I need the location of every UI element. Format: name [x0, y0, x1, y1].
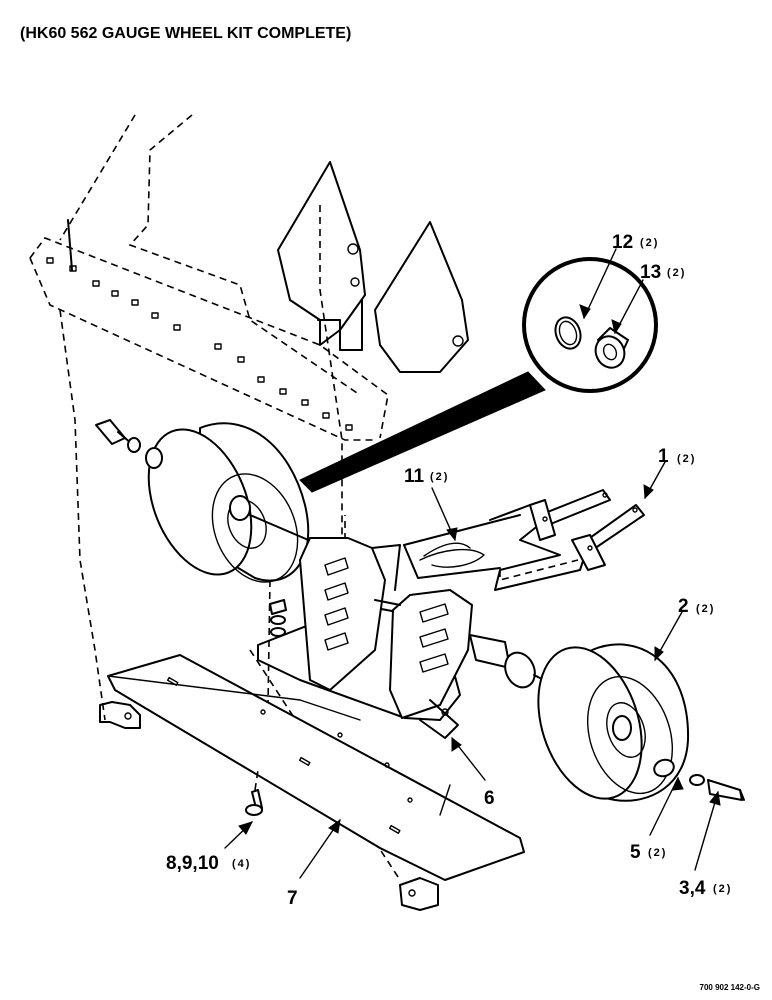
- callout-5: 5 (2): [630, 842, 667, 863]
- callout-label: 6: [484, 788, 495, 809]
- drawing-number: 700 902 142-0-G: [700, 983, 761, 992]
- callout-8-9-10: 8,9,10 (4): [166, 853, 251, 874]
- pins-1: [489, 489, 645, 591]
- frame-nut: [269, 599, 287, 637]
- callout-11: 11 (2): [404, 466, 449, 487]
- callout-7: 7: [287, 888, 298, 909]
- callout-qty: (2): [430, 471, 449, 483]
- mounting-bracket-right: [374, 221, 469, 373]
- mounting-bracket-left: [277, 161, 366, 351]
- callout-label: 5: [630, 842, 641, 863]
- callout-qty: (2): [713, 883, 732, 895]
- callout-label: 1: [658, 446, 669, 467]
- callout-6: 6: [484, 788, 495, 809]
- callout-qty: (2): [667, 267, 686, 279]
- callout-label: 13: [640, 262, 661, 283]
- skid-bolt-8-9-10: [245, 769, 263, 816]
- callout-label: 11: [404, 466, 425, 487]
- right-wheel-2: [537, 643, 690, 802]
- left-bolt-washer: [95, 419, 163, 469]
- callout-13: 13 (2): [640, 262, 686, 283]
- diagram-title: (HK60 562 GAUGE WHEEL KIT COMPLETE): [20, 25, 351, 42]
- callout-label: 7: [287, 888, 298, 909]
- pivot-frame-6: [257, 537, 549, 739]
- leader-arrowheads: [238, 304, 721, 835]
- hair-pin-11: [403, 514, 521, 579]
- frame-foot-right: [399, 877, 439, 911]
- snap-ring-12: [554, 316, 582, 350]
- callout-1: 1 (2): [658, 446, 696, 467]
- callout-qty: (2): [640, 237, 659, 249]
- bearing-13: [594, 327, 629, 369]
- callout-label: 2: [678, 596, 689, 617]
- detail-magnifier: [299, 257, 658, 493]
- callout-label: 12: [612, 232, 633, 253]
- frame-foot-left: [99, 701, 141, 729]
- callout-12: 12 (2): [612, 232, 659, 253]
- callout-qty: (4): [232, 858, 251, 870]
- callout-label: 3,4: [679, 878, 706, 899]
- callout-qty: (2): [696, 603, 715, 615]
- callout-2: 2 (2): [678, 596, 715, 617]
- callout-qty: (2): [677, 453, 696, 465]
- callout-3-4: 3,4 (2): [679, 878, 732, 899]
- callout-label: 8,9,10: [166, 853, 219, 874]
- pivot-slots-right: [419, 603, 449, 673]
- callout-qty: (2): [648, 847, 667, 859]
- skid-plate-7: [107, 654, 525, 881]
- left-wheel: [147, 422, 321, 583]
- frame-slots: [46, 257, 353, 431]
- pivot-slots-left: [324, 557, 349, 651]
